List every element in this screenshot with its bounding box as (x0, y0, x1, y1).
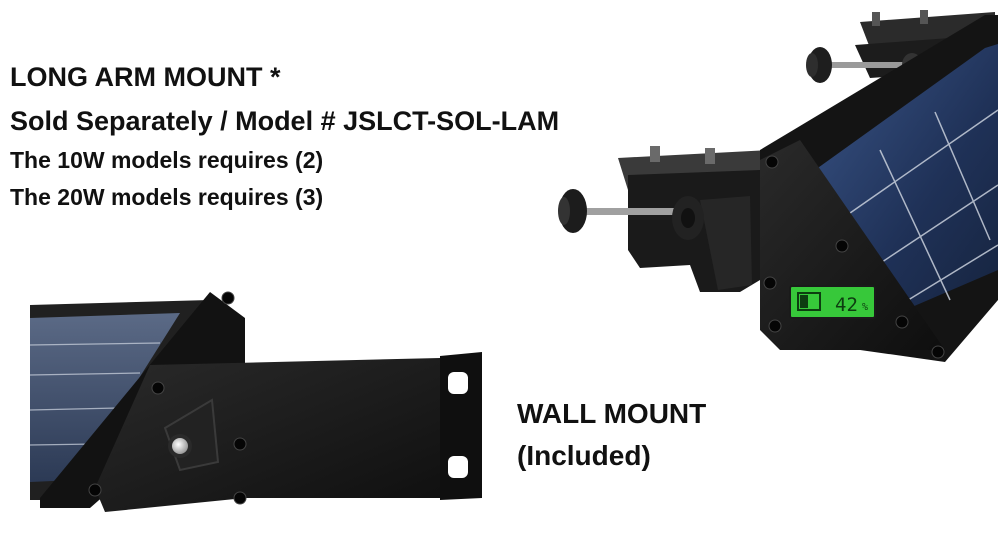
requirement-20w: The 20W models requires (3) (10, 184, 324, 210)
wall-mount-title: WALL MOUNT (517, 398, 707, 429)
battery-percent-unit: % (862, 302, 868, 313)
battery-display: 42 % (789, 285, 876, 319)
long-arm-mount-photo: 42 % (558, 10, 999, 362)
wall-mount-photo (29, 291, 482, 512)
long-arm-mount-title: LONG ARM MOUNT * (10, 62, 281, 92)
battery-percent-value: 42 (835, 294, 858, 316)
wall-mount-note: (Included) (517, 440, 651, 471)
requirement-10w: The 10W models requires (2) (10, 147, 324, 173)
long-arm-mount-subtitle: Sold Separately / Model # JSLCT-SOL-LAM (10, 106, 560, 136)
